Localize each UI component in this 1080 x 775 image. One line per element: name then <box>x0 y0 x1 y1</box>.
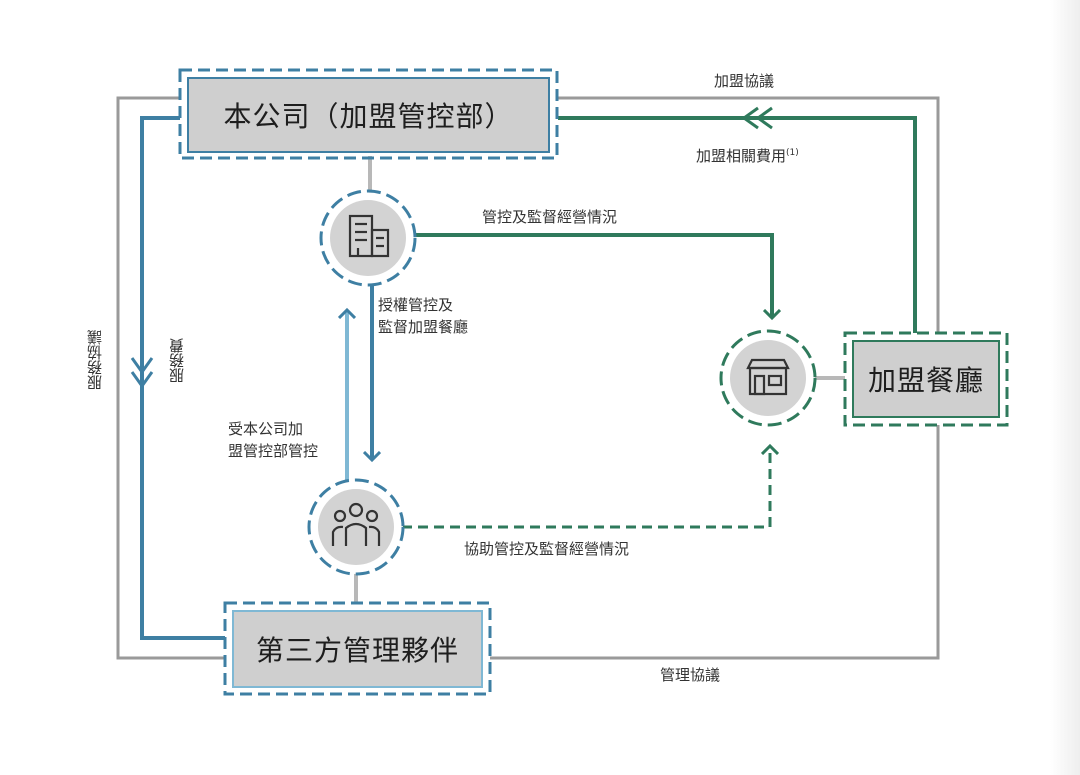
management-agreement-line <box>490 425 940 660</box>
manage-supervise-label: 管控及監督經營情況 <box>482 208 618 226</box>
franchise-box <box>852 340 1000 418</box>
third-party-box-outline <box>223 601 492 696</box>
controlled-label-line2: 盟管控部管控 <box>228 442 319 460</box>
building-circle <box>330 200 406 276</box>
people-circle <box>318 489 394 565</box>
third-party-label: 第三方管理夥伴 <box>255 634 459 667</box>
outer-gray-frame <box>116 96 225 660</box>
people-group-icon <box>331 502 381 546</box>
service-fee-arrow-2 <box>130 371 154 389</box>
authorize-label-line1: 授權管控及 <box>378 296 454 314</box>
office-building-icon <box>348 214 390 258</box>
franchise-fees-footnote: (1) <box>786 148 799 158</box>
franchise-fees-label: 加盟相關費用(1) <box>696 142 799 167</box>
third-party-box <box>232 610 483 688</box>
storefront-icon <box>746 358 790 396</box>
franchise-agreement-label: 加盟協議 <box>714 72 775 90</box>
management-agreement-label: 管理協議 <box>660 666 721 684</box>
service-agreement-label: 服務協議 <box>86 330 104 390</box>
service-fee-line <box>140 116 225 640</box>
manage-supervise-line <box>412 233 772 318</box>
service-fee-label: 服務費 <box>168 338 186 383</box>
page-edge-shade <box>1050 0 1080 775</box>
company-label: 本公司（加盟管控部） <box>223 100 514 133</box>
company-box-outline <box>178 68 559 160</box>
franchise-fees-arrow-1 <box>741 106 759 130</box>
assist-manage-label: 協助管控及監督經營情況 <box>464 540 630 558</box>
franchise-fees-arrow-2 <box>755 106 773 130</box>
authorize-label-line2: 監督加盟餐廳 <box>378 318 469 336</box>
controlled-label-line1: 受本公司加 <box>228 420 304 438</box>
franchise-label: 加盟餐廳 <box>867 364 984 397</box>
company-box <box>187 77 550 153</box>
franchise-agreement-line <box>558 96 940 333</box>
service-fee-arrow-1 <box>130 357 154 375</box>
assist-manage-line <box>402 446 770 529</box>
franchise-fees-line <box>558 116 917 333</box>
franchise-box-outline <box>843 331 1009 427</box>
franchise-fees-text: 加盟相關費用 <box>696 147 787 165</box>
